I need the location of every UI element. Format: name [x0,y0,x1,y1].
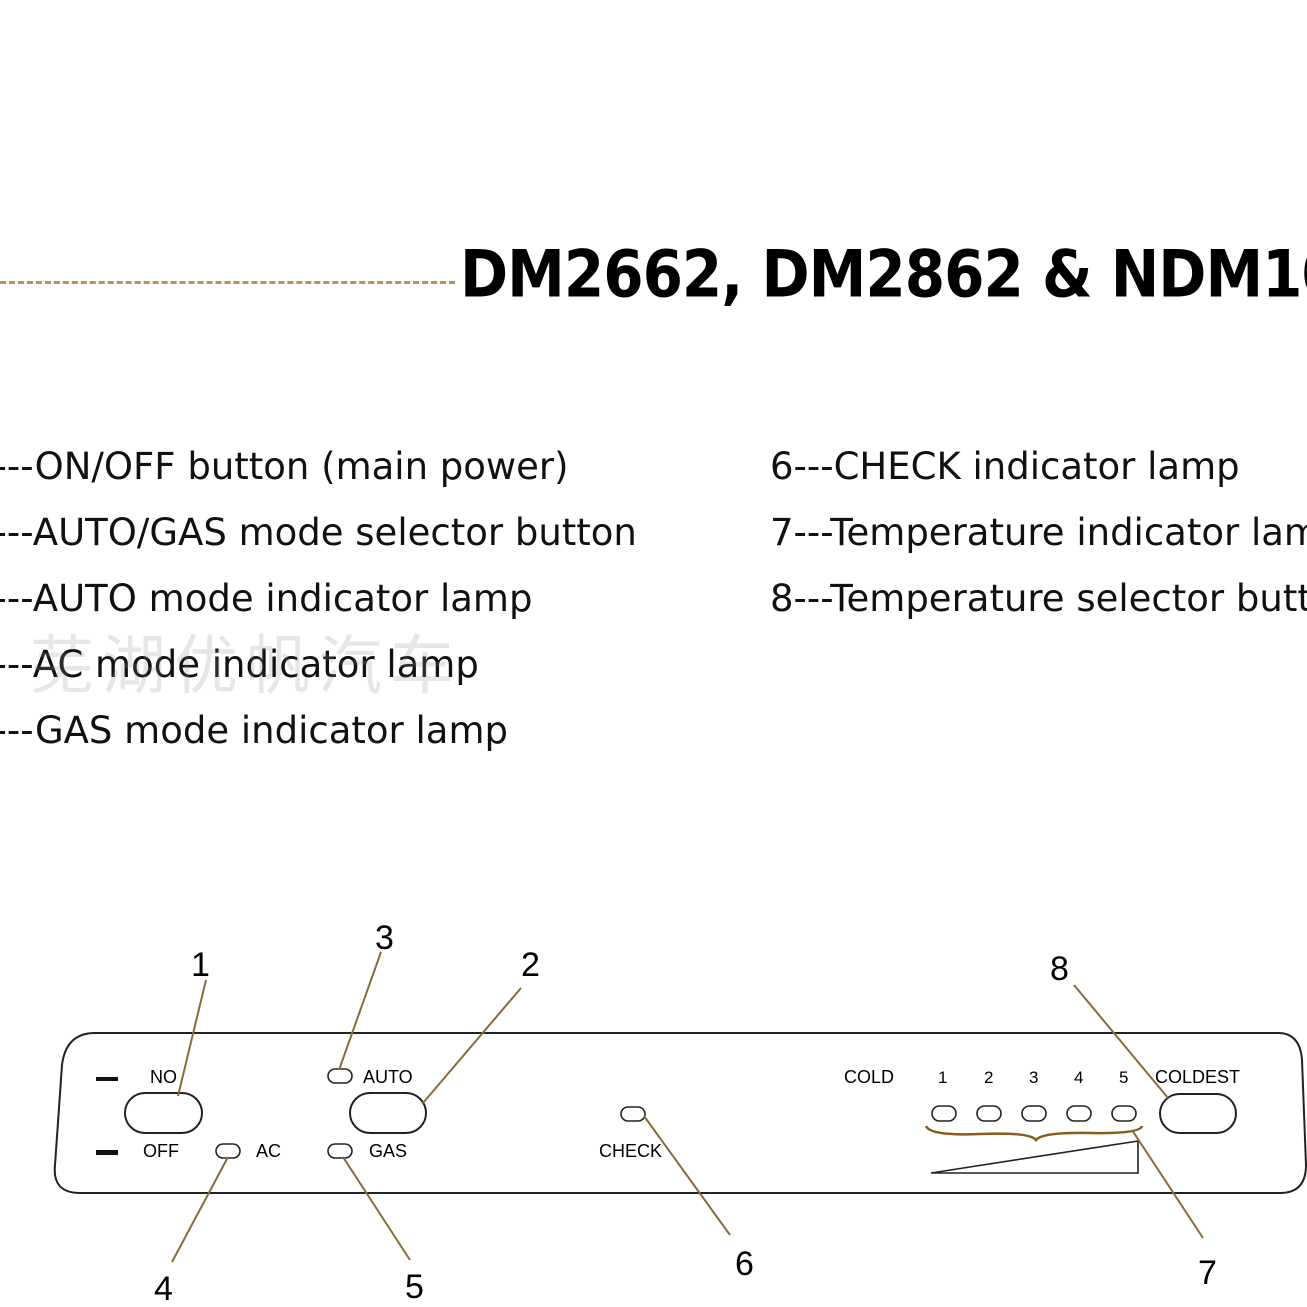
legend-left: 1---ON/OFF button (main power) 2---AUTO/… [0,440,730,770]
temp-lamp-1 [931,1105,957,1122]
onoff-button[interactable] [124,1092,203,1134]
cold-label: COLD [844,1067,894,1087]
legend-item-7: 7---Temperature indicator lamp [770,511,1307,554]
callout-6: 6 [735,1245,754,1283]
leader-1 [177,979,207,1097]
on-mark [96,1077,118,1081]
auto-label: AUTO [363,1067,413,1087]
temperature-selector-button[interactable] [1159,1093,1237,1134]
check-label: CHECK [599,1141,662,1161]
callout-7: 7 [1198,1254,1217,1292]
level-label-4: 4 [1074,1068,1083,1087]
temp-lamp-5 [1111,1105,1137,1122]
leader-2 [422,987,522,1104]
watermark: 芜湖优帆汽车 [30,630,462,704]
temperature-ramp-wedge [930,1140,1139,1174]
control-panel-diagram: NO OFF AC AUTO GAS CHECK COLD 1 2 3 4 5 … [53,919,1307,1307]
legend-item-8: 8---Temperature selector button [770,577,1307,620]
callout-4: 4 [154,1270,173,1307]
page-title: DM2662, DM2862 & NDM1062 [460,236,1307,313]
temp-lamp-4 [1066,1105,1092,1122]
legend-item-3: 3---AUTO mode indicator lamp [0,577,533,620]
leader-3 [338,951,382,1071]
leader-7 [1131,1129,1204,1239]
legend-right: 6---CHECK indicator lamp 7---Temperature… [770,440,1307,638]
gas-label: GAS [369,1141,407,1161]
level-label-5: 5 [1119,1068,1128,1087]
check-lamp [620,1106,646,1122]
callout-1: 1 [191,946,210,984]
callout-leaders [171,951,1204,1263]
callout-5: 5 [405,1268,424,1306]
temp-lamp-3 [1021,1105,1047,1122]
leader-4 [171,1156,229,1263]
ac-label: AC [256,1141,281,1161]
leader-6 [643,1115,731,1236]
auto-gas-selector-button[interactable] [349,1092,427,1134]
leader-5 [342,1156,411,1261]
legend-item-1: 1---ON/OFF button (main power) [0,445,569,488]
off-label: OFF [143,1141,179,1161]
off-mark [96,1150,118,1155]
ac-lamp [215,1143,241,1159]
gas-lamp [327,1143,353,1159]
callout-8: 8 [1050,950,1069,988]
legend-item-5: 5---GAS mode indicator lamp [0,709,508,752]
legend-item-6: 6---CHECK indicator lamp [770,445,1240,488]
legend-item-2: 2---AUTO/GAS mode selector button [0,511,637,554]
callout-3: 3 [375,919,394,957]
temp-lamps-bracket [924,1125,1144,1143]
header-dashed-rule [0,281,455,284]
level-label-2: 2 [984,1068,993,1087]
level-label-1: 1 [938,1068,947,1087]
level-label-3: 3 [1029,1068,1038,1087]
legend-item-4: 4---AC mode indicator lamp [0,643,479,686]
coldest-label: COLDEST [1155,1067,1240,1087]
callout-2: 2 [521,946,540,984]
on-label: NO [150,1067,177,1087]
temp-lamp-2 [976,1105,1002,1122]
leader-8 [1073,984,1169,1099]
panel-outline [53,1032,1307,1194]
auto-lamp [327,1068,353,1084]
